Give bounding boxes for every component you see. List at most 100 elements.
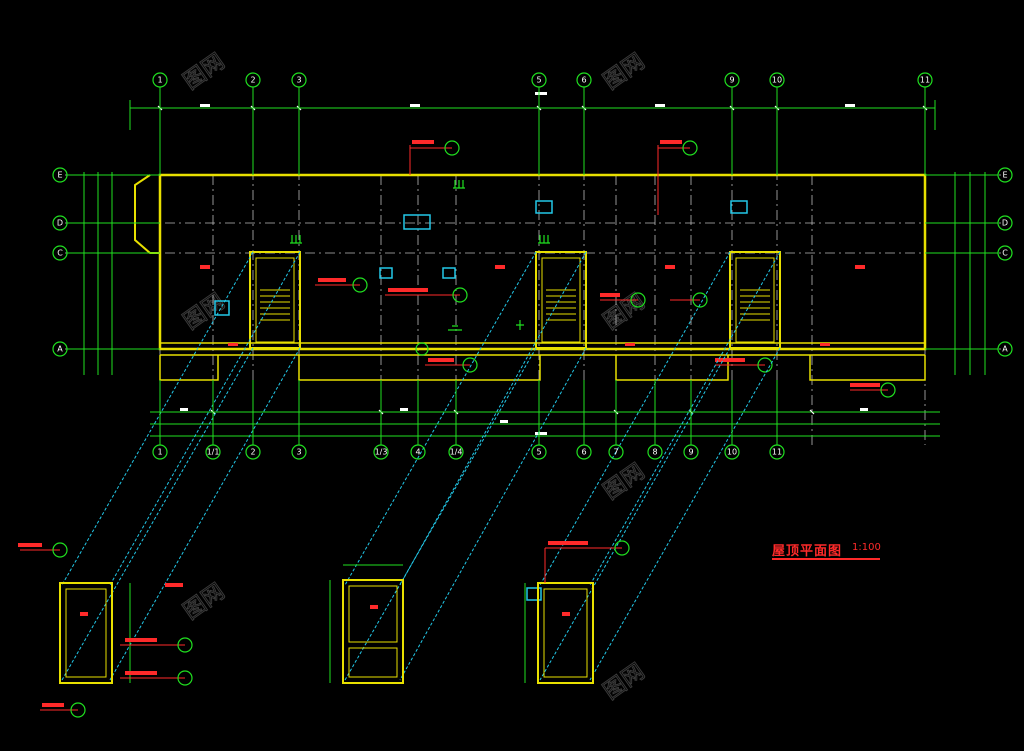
axis-bubble-label: 10 — [772, 76, 782, 85]
axis-bubble-circle — [52, 215, 68, 231]
axis-bubble-label: 1/1 — [207, 448, 220, 457]
detail-plan-1-inner — [65, 588, 107, 678]
note-text — [18, 543, 42, 547]
detail-bubble — [880, 382, 896, 398]
axis-bubble-left: C — [52, 245, 68, 261]
slope-text — [495, 265, 505, 269]
axis-bubble-label: 11 — [772, 448, 782, 457]
axis-bubble-bottom: 1/1 — [205, 444, 221, 460]
note-text — [165, 583, 183, 587]
stair-inner — [735, 257, 775, 343]
axis-bubble-label: 1 — [157, 448, 162, 457]
roof-hatch-symbol — [535, 200, 553, 214]
detail-bubble — [614, 540, 630, 556]
wall-step — [298, 355, 541, 381]
detail-bubble — [52, 542, 68, 558]
axis-bubble-bottom: 7 — [608, 444, 624, 460]
axis-bubble-circle — [724, 444, 740, 460]
axis-bubble-bottom: 6 — [576, 444, 592, 460]
axis-bubble-bottom: 8 — [647, 444, 663, 460]
roof-hatch-symbol — [442, 267, 456, 279]
axis-bubble-label: 1/3 — [375, 448, 388, 457]
axis-bubble-label: 5 — [536, 76, 541, 85]
axis-bubble-circle — [997, 215, 1013, 231]
note-text — [850, 383, 880, 387]
dim-text — [860, 408, 868, 411]
title-underline — [772, 558, 880, 560]
detail-bubble — [462, 357, 478, 373]
watermark: 图网 — [179, 289, 229, 335]
roof-hatch-symbol — [526, 587, 542, 601]
axis-bubble-circle — [52, 341, 68, 357]
note-text — [370, 605, 378, 609]
drawing-title-block: 屋顶平面图 1:100 — [772, 538, 884, 564]
note-text — [428, 358, 454, 362]
projection-line — [344, 347, 537, 681]
roof-hatch-symbol — [379, 267, 393, 279]
axis-bubble-label: 4 — [415, 448, 420, 457]
note-text — [548, 541, 588, 545]
axis-bubble-circle — [291, 72, 307, 88]
stair-inner — [541, 257, 581, 343]
axis-bubble-label: 2 — [250, 76, 255, 85]
projection-line — [589, 251, 781, 586]
axis-bubble-bottom: 2 — [245, 444, 261, 460]
detail-plan-2 — [342, 579, 404, 684]
axis-bubble-label: E — [1002, 171, 1007, 180]
detail-plan-2-inner — [348, 647, 398, 678]
detail-plan-3 — [537, 582, 594, 684]
axis-bubble-label: E — [57, 171, 62, 180]
dim-text — [535, 432, 547, 435]
axis-bubble-right: C — [997, 245, 1013, 261]
axis-bubble-label: 9 — [688, 448, 693, 457]
axis-bubble-top: 3 — [291, 72, 307, 88]
axis-bubble-left: A — [52, 341, 68, 357]
projection-line — [399, 347, 587, 681]
axis-bubble-circle — [152, 444, 168, 460]
red-mark — [625, 343, 635, 346]
note-text — [562, 612, 570, 616]
roof-hatch-symbol — [403, 214, 431, 230]
stair-core — [249, 251, 301, 349]
axis-bubble-circle — [245, 72, 261, 88]
axis-bubble-circle — [769, 72, 785, 88]
detail-bubble — [692, 292, 708, 308]
axis-bubble-circle — [291, 444, 307, 460]
axis-bubble-circle — [769, 444, 785, 460]
note-text — [318, 278, 346, 282]
stair-core — [729, 251, 781, 349]
projection-line — [539, 347, 731, 681]
dim-text — [535, 92, 547, 95]
detail-bubble — [630, 292, 646, 308]
projection-line — [61, 347, 254, 681]
tread-lines — [260, 289, 290, 321]
watermark: 图网 — [599, 49, 649, 95]
projection-line — [539, 251, 731, 586]
axis-bubble-label: 5 — [536, 448, 541, 457]
axis-bubble-bottom: 9 — [683, 444, 699, 460]
projection-line — [589, 347, 781, 681]
dim-text — [400, 408, 408, 411]
note-text — [715, 358, 745, 362]
axis-bubble-circle — [245, 444, 261, 460]
detail-bubble — [682, 140, 698, 156]
axis-bubble-top: 5 — [531, 72, 547, 88]
axis-bubble-circle — [448, 444, 464, 460]
red-mark — [228, 343, 238, 346]
dim-text — [845, 104, 855, 107]
watermark: 图网 — [179, 579, 229, 625]
detail-bubble — [177, 670, 193, 686]
wall-step — [159, 355, 219, 381]
drawing-scale: 1:100 — [852, 542, 881, 553]
note-text — [660, 140, 682, 144]
stair-core — [535, 251, 587, 349]
dimension-lines — [83, 100, 986, 437]
axis-bubble-circle — [531, 72, 547, 88]
axis-bubble-circle — [576, 72, 592, 88]
axis-bubble-label: 1/4 — [450, 448, 463, 457]
axis-bubble-circle — [373, 444, 389, 460]
axis-bubble-top: 1 — [152, 72, 168, 88]
watermark: 图网 — [179, 49, 229, 95]
vent-symbol — [448, 325, 462, 331]
detail-dimensions — [20, 547, 622, 711]
